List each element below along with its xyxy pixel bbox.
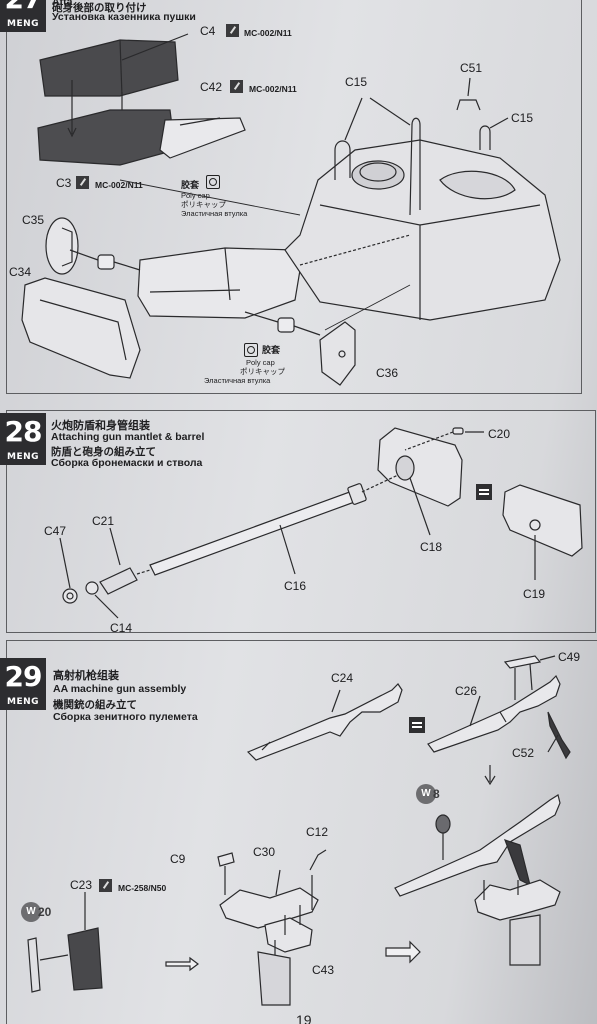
label-c30: C30 — [253, 845, 276, 859]
page-number: 19 — [296, 1012, 312, 1024]
step-29-title-ru: Сборка зенитного пулемета — [53, 711, 198, 723]
polycap-jp: ポリキャップ — [240, 367, 285, 376]
step-28-title-ru: Сборка бронемаски и ствола — [51, 457, 203, 469]
step-29-panel — [6, 640, 597, 1024]
label-c12: C12 — [306, 825, 329, 839]
code-c3: MC-002/N11 — [95, 180, 143, 190]
step-28-badge: 28 MENG — [0, 413, 46, 465]
step-29-title-jp: 機関銃の組み立て — [53, 699, 137, 711]
paint-icon — [76, 176, 89, 189]
brand-logo: MENG — [6, 19, 40, 29]
label-c51: C51 — [460, 61, 483, 75]
label-c43: C43 — [312, 963, 335, 977]
paint-w8-number: 8 — [433, 787, 440, 801]
label-c52: C52 — [512, 746, 535, 760]
step-27-title-en: Atta… — [52, 0, 83, 8]
step-29-number: 29 — [4, 660, 43, 693]
step-27-badge: 27 MENG — [0, 0, 46, 32]
label-c15-b: C15 — [511, 111, 534, 125]
label-c14: C14 — [110, 621, 133, 635]
label-c15-a: C15 — [345, 75, 368, 89]
reverse-view-icon — [409, 717, 425, 733]
step-28-number: 28 — [4, 415, 43, 448]
step-28-title-cn: 火炮防盾和身管组装 — [51, 420, 150, 432]
label-c16: C16 — [284, 579, 307, 593]
label-c26: C26 — [455, 684, 478, 698]
label-c23: C23 — [70, 878, 93, 892]
paint-icon — [226, 24, 239, 37]
polycap-icon — [206, 175, 220, 189]
step-27-panel — [6, 0, 582, 394]
step-28-title-en: Attaching gun mantlet & barrel — [51, 431, 205, 443]
label-c42: C42 — [200, 80, 223, 94]
label-c49: C49 — [558, 650, 581, 664]
paint-w20-number: 20 — [38, 905, 52, 919]
label-c19: C19 — [523, 587, 546, 601]
code-c23: MC-258/N50 — [118, 883, 167, 893]
brand-logo: MENG — [6, 452, 40, 462]
reverse-view-icon — [476, 484, 492, 500]
label-c47: C47 — [44, 524, 67, 538]
step-27-title-ru: Установка казенника пушки — [52, 11, 196, 23]
label-c18: C18 — [420, 540, 443, 554]
code-c4: MC-002/N11 — [244, 28, 292, 38]
label-c3: C3 — [56, 176, 72, 190]
polycap-icon — [244, 343, 258, 357]
polycap-ru: Эластичная втулка — [204, 376, 271, 385]
step-27-title-jp: 砲身後部の取り付け — [52, 2, 147, 14]
polycap-cn: 胶套 — [262, 345, 281, 355]
step-29-title-cn: 高射机枪组装 — [53, 670, 119, 682]
step-29-title-en: AA machine gun assembly — [53, 683, 187, 695]
code-c42: MC-002/N11 — [249, 84, 297, 94]
step-28-title-jp: 防盾と砲身の組み立て — [51, 446, 156, 458]
label-c35: C35 — [22, 213, 45, 227]
paint-icon — [230, 80, 243, 93]
polycap-ru: Эластичная втулка — [181, 209, 248, 218]
label-c21: C21 — [92, 514, 115, 528]
polycap-cn: 胶套 — [181, 180, 200, 190]
polycap-en: Poly cap — [181, 191, 210, 200]
brand-logo: MENG — [6, 697, 40, 707]
paint-icon — [99, 879, 112, 892]
paint-w20-icon: W — [21, 902, 41, 922]
step-29-badge: 29 MENG — [0, 658, 46, 710]
step-27-number: 27 — [0, 0, 46, 15]
label-c4: C4 — [200, 24, 216, 38]
paint-w8-icon: W — [416, 784, 436, 804]
step-28-panel — [6, 410, 596, 633]
label-c34: C34 — [9, 265, 32, 279]
polycap-jp: ポリキャップ — [181, 200, 226, 209]
label-c24: C24 — [331, 671, 354, 685]
label-c9: C9 — [170, 852, 186, 866]
label-c20: C20 — [488, 427, 511, 441]
label-c36: C36 — [376, 366, 399, 380]
polycap-en: Poly cap — [246, 358, 275, 367]
